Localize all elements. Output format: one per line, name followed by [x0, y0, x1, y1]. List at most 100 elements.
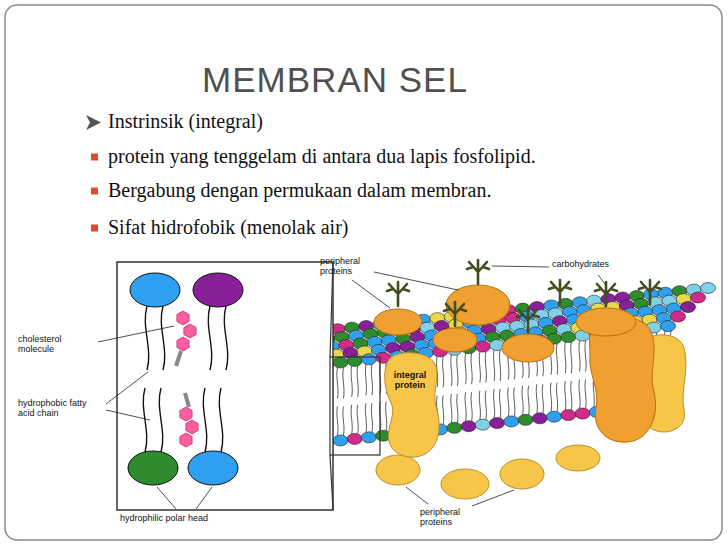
- fatty-acid-tail: [571, 342, 572, 373]
- fatty-acid-tail: [471, 392, 472, 421]
- phospholipid-head: [691, 292, 706, 303]
- peripheral-protein-shape: [556, 445, 600, 471]
- fatty-acid-tail: [500, 389, 501, 418]
- fatty-acid-tail: [479, 391, 480, 420]
- node-label: integral protein: [380, 370, 440, 391]
- peripheral-protein-shape: [433, 328, 477, 352]
- bullet-text: Bergabung dengan permukaan dalam membran…: [108, 179, 491, 202]
- square-bullet: [91, 188, 98, 195]
- phospholipid-head: [532, 413, 547, 424]
- fatty-acid-tail: [208, 306, 211, 370]
- fatty-acid-tail: [365, 364, 366, 395]
- phospholipid-head: [701, 283, 716, 294]
- phospholipid-head: [518, 414, 533, 425]
- fatty-acid-tail: [465, 353, 466, 384]
- carbohydrate-chain: [517, 308, 539, 332]
- phospholipid-head: [361, 432, 376, 443]
- cholesterol-ring: [180, 407, 192, 421]
- fatty-acid-tail: [386, 402, 387, 431]
- part-label: hydrophobic fatty acid chain: [18, 398, 104, 419]
- fatty-acid-tail: [357, 366, 358, 397]
- fatty-acid-tail: [219, 388, 222, 452]
- fatty-acid-tail: [337, 367, 338, 398]
- fatty-acid-tail: [585, 380, 586, 409]
- fatty-acid-tail: [159, 388, 162, 452]
- phospholipid-head: [475, 341, 490, 352]
- fatty-acid-tail: [224, 306, 227, 370]
- fatty-acid-tail: [542, 384, 543, 413]
- integral-protein: integral protein: [380, 350, 440, 458]
- leader-lines: [98, 266, 606, 509]
- fatty-acid-tail: [357, 405, 358, 434]
- peripheral-protein-shape: [376, 455, 420, 485]
- cholesterol-tail: [176, 351, 181, 366]
- fatty-acid-tail: [565, 381, 566, 410]
- phospholipid-head: [447, 422, 462, 433]
- leader-line: [492, 266, 549, 267]
- fatty-acid-tail: [500, 350, 501, 381]
- part-label: cholesterol molecule: [18, 334, 96, 355]
- fatty-acid-tail: [508, 387, 509, 416]
- fatty-acid-tail: [337, 406, 338, 435]
- fatty-acid-tail: [443, 356, 444, 387]
- fatty-acid-tail: [556, 344, 557, 375]
- slide-title: MEMBRAN SEL: [170, 60, 500, 100]
- protein-outline: [385, 353, 439, 457]
- protein-shape: [380, 350, 440, 458]
- square-bullet: [91, 225, 98, 232]
- phospholipid-head: [661, 321, 676, 332]
- inset-phospholipids: [128, 273, 243, 485]
- slide-frame: [5, 5, 722, 540]
- fatty-acid-tail: [457, 355, 458, 386]
- phospholipid-head: [333, 435, 348, 446]
- fatty-acid-tail: [565, 342, 566, 373]
- part-label: peripheral proteins: [320, 256, 378, 277]
- phospholipid-head: [504, 416, 519, 427]
- fatty-acid-tail: [579, 380, 580, 409]
- carbohydrate-chain: [387, 282, 409, 306]
- zoom-line: [330, 455, 333, 510]
- leader-line: [157, 487, 176, 509]
- fatty-acid-tail: [485, 352, 486, 383]
- fatty-acid-tail: [485, 391, 486, 420]
- fatty-acid-tail: [522, 386, 523, 415]
- zoom-frame: [330, 357, 380, 455]
- peripheral-protein-shape: [500, 459, 544, 489]
- fatty-acid-tail: [536, 384, 537, 413]
- bullet-heading: Instrinsik (integral): [108, 110, 263, 133]
- phospholipid-head: [561, 332, 576, 343]
- fatty-acid-tail: [571, 381, 572, 410]
- leader-line: [106, 410, 150, 420]
- cholesterol-ring: [177, 337, 189, 351]
- square-bullet: [91, 154, 98, 161]
- fatty-acid-tail: [528, 386, 529, 415]
- phospholipid-head: [361, 354, 376, 365]
- arrow-bullet: [86, 115, 101, 130]
- fatty-acid-tail: [457, 394, 458, 423]
- fatty-acid-tail: [550, 383, 551, 412]
- fatty-acid-tail: [203, 388, 206, 452]
- polar-head: [128, 451, 178, 485]
- phospholipid-head: [547, 411, 562, 422]
- carbohydrate-chain: [467, 260, 489, 284]
- fatty-acid-tail: [365, 403, 366, 432]
- part-label: carbohydrates: [552, 259, 609, 269]
- polar-head: [130, 273, 180, 307]
- fatty-acid-tail: [443, 395, 444, 424]
- fatty-acid-tail: [371, 364, 372, 395]
- phospholipid-head: [575, 408, 590, 419]
- leader-line: [352, 280, 390, 308]
- fatty-acid-tail: [451, 355, 452, 386]
- part-label: peripheral proteins: [420, 507, 476, 528]
- carbohydrate-chains: [387, 260, 661, 332]
- peripheral-protein-shape: [374, 309, 422, 335]
- fatty-acid-tail: [471, 353, 472, 384]
- phospholipid-head: [347, 433, 362, 444]
- fatty-acid-tail: [161, 306, 164, 370]
- leader-line: [106, 372, 148, 404]
- bullet-text: Sifat hidrofobik (menolak air): [108, 216, 349, 239]
- polar-head: [188, 451, 238, 485]
- fatty-acid-tail: [145, 306, 148, 370]
- fatty-acid-tail: [494, 389, 495, 418]
